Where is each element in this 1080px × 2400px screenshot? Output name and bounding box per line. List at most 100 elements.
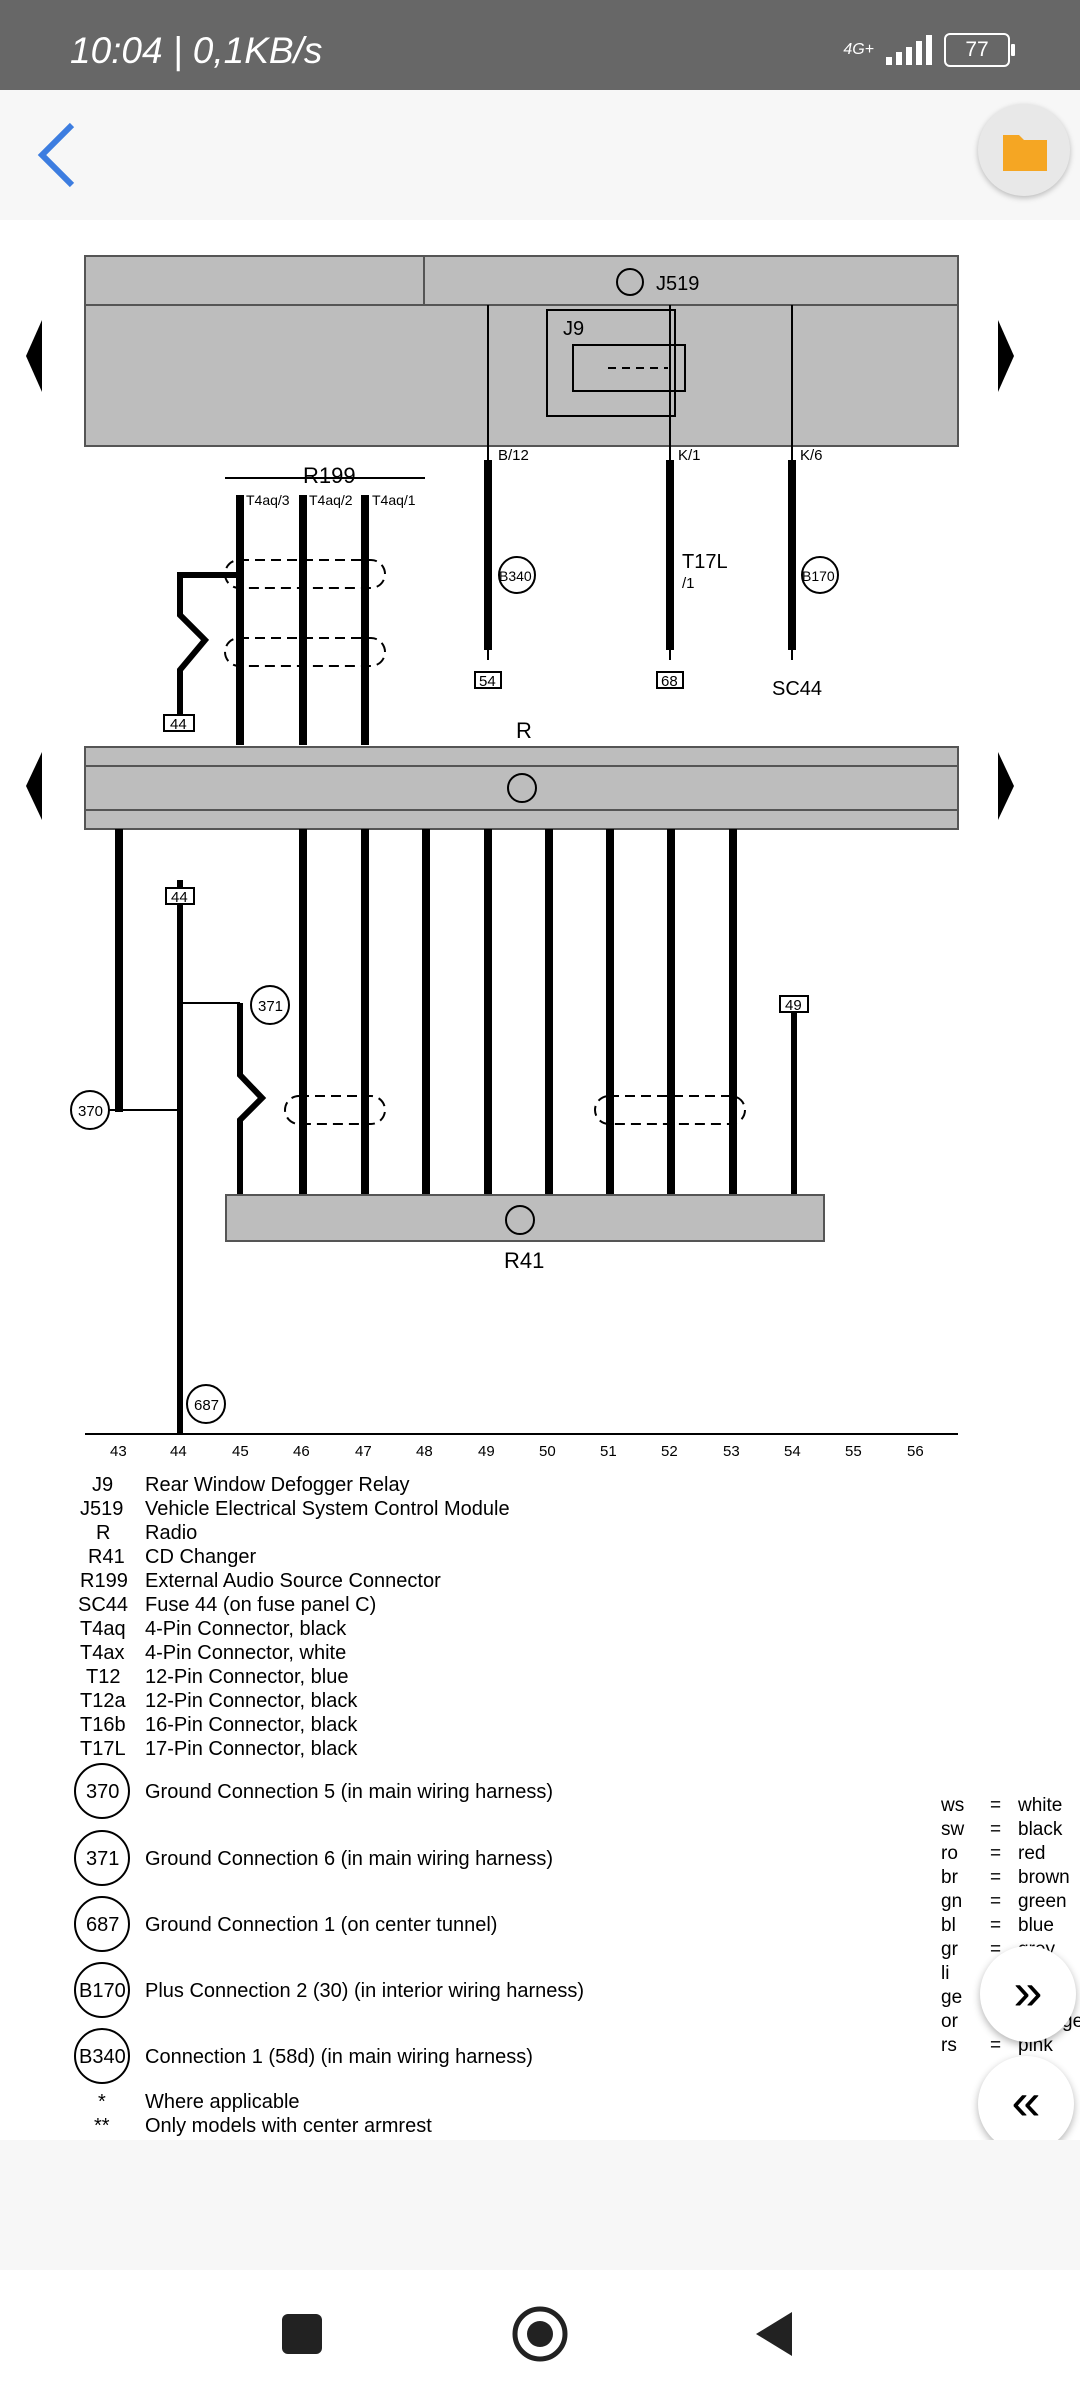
ground-desc: Ground Connection 5 (in main wiring harn… [145,1781,553,1803]
folder-button[interactable] [978,104,1070,196]
next-page-arrow-mid[interactable] [998,752,1014,820]
ground-code: 370 [86,1781,119,1803]
next-page-arrow-top[interactable] [998,320,1014,392]
wire-label-k1: K/1 [678,447,701,464]
legend-desc: 12-Pin Connector, blue [145,1666,348,1688]
legend-code: T16b [80,1714,126,1736]
legend-code: T4aq [80,1618,126,1640]
ground-370 [70,1090,110,1130]
column-56: 56 [907,1443,924,1460]
color-abbr: gr [941,1939,959,1960]
diagram-canvas: J519 J9 B/12 K/1 K/6 B340 B170 T17L /1 5… [26,255,1080,2137]
wiring-diagram: J519 J9 B/12 K/1 K/6 B340 B170 T17L /1 5… [0,220,1080,2140]
legend-code: T17L [80,1738,126,1760]
legend-code: SC44 [78,1594,128,1616]
t17l-pin-label: /1 [682,575,695,592]
color-name: brown [1018,1867,1070,1888]
ground-badge [74,1896,130,1952]
radio-block [84,746,959,830]
color-eq: = [990,1843,1001,1864]
back-triangle-icon[interactable] [752,2308,800,2360]
color-abbr: ge [941,1987,962,2008]
wire-label-k6: K/6 [800,447,823,464]
color-name: white [1017,1795,1062,1816]
app-bar [0,90,1080,220]
ground-desc: Plus Connection 2 (30) (in interior wiri… [145,1980,584,2002]
column-53: 53 [723,1443,740,1460]
legend-desc: 4-Pin Connector, black [145,1618,347,1640]
radio-transistor-icon [507,773,537,803]
ground-687 [186,1384,226,1424]
wire-label-b12: B/12 [498,447,529,464]
ground-370-label: 370 [78,1103,103,1120]
prev-page-arrow-top[interactable] [26,320,42,392]
legend-code: T12a [80,1690,126,1712]
note-desc: Only models with center armrest [145,2115,432,2137]
fuse-49-label: 49 [785,997,802,1014]
column-52: 52 [661,1443,678,1460]
j519-block [84,255,959,447]
ground-code: 687 [86,1914,119,1936]
color-abbr: rs [941,2035,957,2056]
ground-687-label: 687 [194,1397,219,1414]
prev-page-arrow-mid[interactable] [26,752,42,820]
color-abbr: li [941,1963,949,1984]
recent-apps-button[interactable] [282,2314,322,2354]
color-abbr: ro [941,1843,958,1864]
j9-label: J9 [563,318,584,340]
back-button[interactable] [30,115,100,195]
column-54: 54 [784,1443,801,1460]
legend-desc: 4-Pin Connector, white [145,1642,346,1664]
legend-desc: CD Changer [145,1546,257,1568]
column-46: 46 [293,1443,310,1460]
color-name: blue [1018,1915,1054,1936]
color-eq: = [990,2035,1001,2056]
note-mark: * [98,2091,106,2113]
prev-page-button[interactable]: « [978,2056,1074,2152]
color-eq: = [990,1939,1001,1960]
legend-code: J9 [92,1474,113,1496]
legend-desc: Radio [145,1522,197,1544]
double-chevron-left-icon: « [1011,2073,1041,2131]
signal-icon [886,35,932,65]
color-eq: = [990,1915,1001,1936]
note-mark: ** [94,2115,110,2137]
color-abbr: gn [941,1891,962,1912]
bottom-panel [0,2140,1080,2270]
wire-label-t4aq1: T4aq/1 [372,492,416,508]
ground-desc: Ground Connection 1 (on center tunnel) [145,1914,497,1936]
b170-label: B170 [802,568,835,584]
column-49: 49 [478,1443,495,1460]
fuse-68-label: 68 [661,673,678,690]
legend-desc: Vehicle Electrical System Control Module [145,1498,510,1520]
legend-desc: External Audio Source Connector [145,1570,441,1592]
legend-code: R41 [88,1546,125,1568]
column-48: 48 [416,1443,433,1460]
b340-label: B340 [499,568,532,584]
status-time: 10:04 | 0,1KB/s [70,30,323,71]
fuse-44-top-label: 44 [170,716,187,733]
column-44: 44 [170,1443,187,1460]
color-name: red [1018,1843,1045,1864]
r41-transistor-icon [505,1205,535,1235]
home-button[interactable] [510,2304,570,2364]
legend-desc: 12-Pin Connector, black [145,1690,358,1712]
color-abbr: or [941,2011,959,2032]
folder-icon [1003,135,1047,171]
b340-connector [498,556,536,594]
column-55: 55 [845,1443,862,1460]
fuse-54-label: 54 [479,673,496,690]
nav-bar [0,2270,1080,2400]
next-page-button[interactable]: » [980,1946,1076,2042]
color-eq: = [990,1891,1001,1912]
column-47: 47 [355,1443,372,1460]
color-name: green [1018,1891,1067,1912]
transistor-icon [616,268,644,296]
color-eq: = [990,1795,1001,1816]
fuse-44-mid-label: 44 [171,889,188,906]
color-abbr: br [941,1867,959,1888]
column-43: 43 [110,1443,127,1460]
legend-desc: Rear Window Defogger Relay [145,1474,410,1496]
t17l-label: T17L [682,551,728,573]
column-51: 51 [600,1443,617,1460]
